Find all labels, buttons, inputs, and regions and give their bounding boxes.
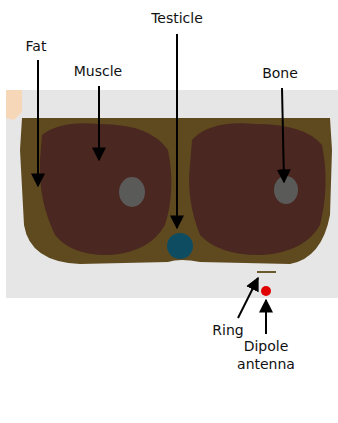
part-label: Muscle bbox=[74, 63, 122, 81]
leader-arrow bbox=[265, 300, 267, 334]
bone-right bbox=[274, 176, 298, 204]
leader-arrow bbox=[37, 60, 39, 186]
dipole-antenna bbox=[261, 286, 271, 296]
testicle bbox=[167, 233, 193, 259]
muscle-left bbox=[40, 123, 172, 255]
edge-patch bbox=[6, 90, 22, 120]
leader-arrow bbox=[282, 88, 284, 182]
ring bbox=[257, 271, 276, 273]
part-label: Ring bbox=[212, 322, 243, 340]
leader-arrow bbox=[98, 86, 100, 160]
bone-left bbox=[119, 177, 145, 207]
part-label: Testicle bbox=[151, 10, 203, 28]
part-label: Bone bbox=[262, 65, 298, 83]
leader-arrow bbox=[176, 34, 178, 228]
part-label: Dipole antenna bbox=[226, 338, 306, 373]
part-label: Fat bbox=[26, 38, 47, 56]
muscle-right bbox=[189, 123, 325, 255]
background-region bbox=[6, 90, 338, 298]
leader-arrow bbox=[238, 278, 258, 318]
